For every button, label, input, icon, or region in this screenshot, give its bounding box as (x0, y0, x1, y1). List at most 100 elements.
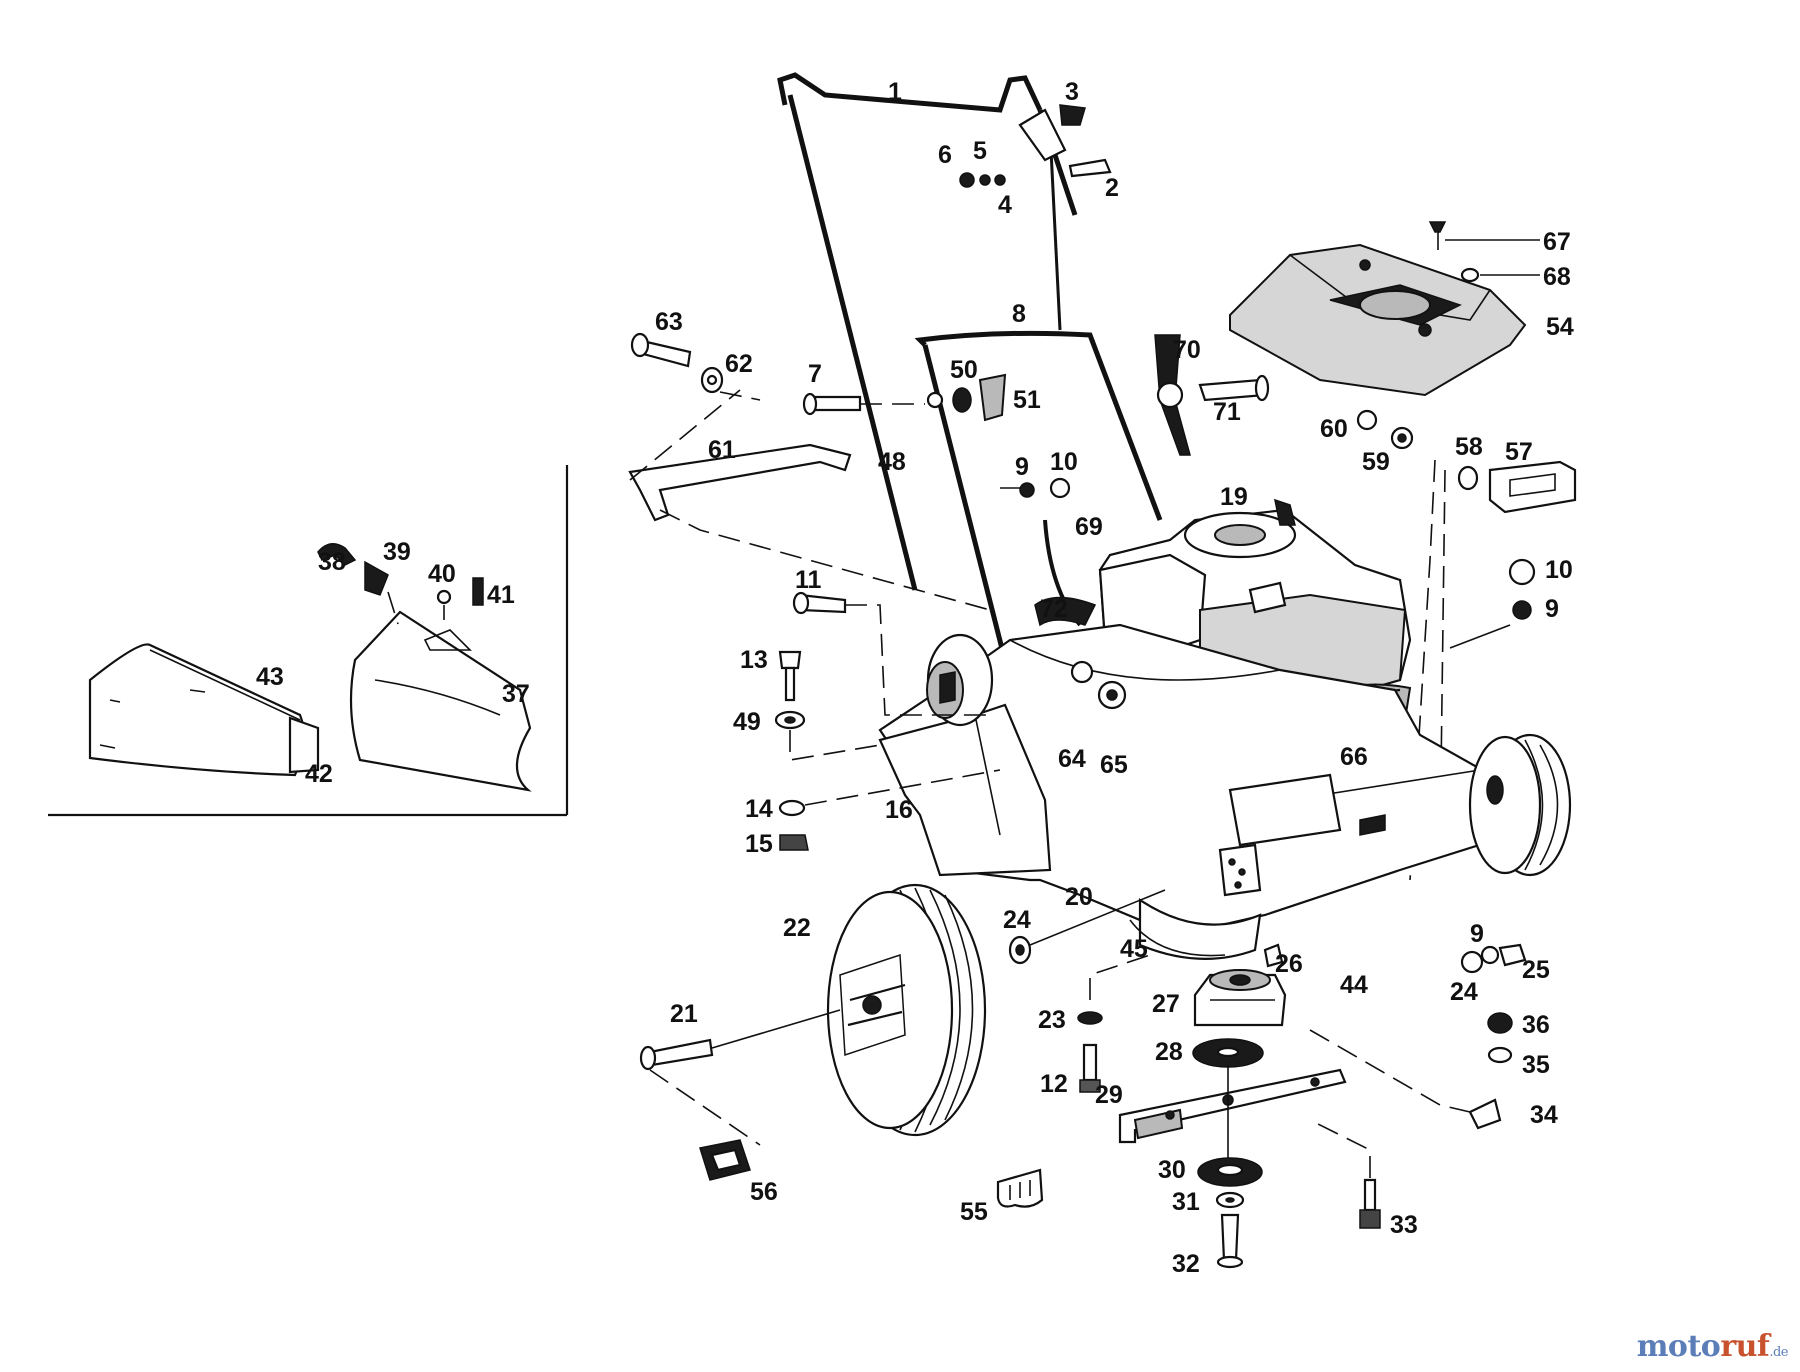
callout-71: 71 (1213, 398, 1241, 426)
blade-holder-part-30 (1197, 1157, 1263, 1187)
washer-part-49 (774, 710, 881, 761)
callout-34: 34 (1530, 1101, 1558, 1129)
axle-bolt-part-21 (639, 1009, 841, 1146)
callout-23: 23 (1038, 1006, 1066, 1034)
callout-9-bottom: 9 (1470, 920, 1484, 948)
bracket-leader-dashes (629, 389, 991, 611)
discharge-chute-part-16 (878, 703, 1052, 877)
callout-24-bottom: 24 (1450, 978, 1478, 1006)
callout-2: 2 (1105, 174, 1119, 202)
callout-6: 6 (938, 141, 952, 169)
blade-adapter-part-27 (1193, 969, 1287, 1027)
callout-54: 54 (1546, 313, 1574, 341)
key-part-26 (1263, 943, 1284, 968)
callout-8: 8 (1012, 300, 1026, 328)
callout-14: 14 (745, 795, 773, 823)
callout-27: 27 (1152, 990, 1180, 1018)
knob-parts-48-50-51 (926, 373, 1007, 422)
callout-26: 26 (1275, 950, 1303, 978)
callout-51: 51 (1013, 386, 1041, 414)
leaders-right (1409, 459, 1446, 881)
callout-66: 66 (1340, 743, 1368, 771)
callout-70: 70 (1173, 336, 1201, 364)
nut-washer-parts-59-60 (1356, 409, 1414, 450)
callout-22: 22 (783, 914, 811, 942)
nut-washer-parts-10-9-right (1449, 558, 1536, 649)
washer-nut-parts-14-15 (778, 769, 1001, 851)
site-watermark: motoruf.de (1637, 1329, 1789, 1364)
callout-35: 35 (1522, 1051, 1550, 1079)
callout-55: 55 (960, 1198, 988, 1226)
washer-part-62 (700, 366, 724, 394)
callout-20: 20 (1065, 883, 1093, 911)
callout-48: 48 (878, 448, 906, 476)
callout-12: 12 (1040, 1070, 1068, 1098)
callout-5: 5 (973, 137, 987, 165)
bolt-part-33 (1309, 1119, 1381, 1229)
callout-40: 40 (428, 560, 456, 588)
callout-49: 49 (733, 708, 761, 736)
hood-screw-parts-67-68 (1428, 221, 1540, 283)
callout-58: 58 (1455, 433, 1483, 461)
callout-1: 1 (888, 78, 902, 106)
callout-39: 39 (383, 538, 411, 566)
callout-33: 33 (1390, 1211, 1418, 1239)
blade-part-29 (1118, 1065, 1347, 1175)
callout-45: 45 (1120, 935, 1148, 963)
deck-inner-parts-64-65-72 (1034, 596, 1127, 710)
rear-wheel-right (1468, 733, 1572, 877)
bag-clip-parts-38-39 (317, 543, 484, 606)
callout-61: 61 (708, 436, 736, 464)
callout-10-top: 10 (1050, 448, 1078, 476)
callout-21: 21 (670, 1000, 698, 1028)
callout-37: 37 (502, 680, 530, 708)
height-adjuster-part-55 (996, 1168, 1044, 1208)
washer-bolt-parts-23-12 (1077, 954, 1151, 1093)
callout-32: 32 (1172, 1250, 1200, 1278)
bolt-part-7 (802, 392, 925, 416)
callout-62: 62 (725, 350, 753, 378)
wheel-clip-part-56 (699, 1139, 751, 1181)
callout-44: 44 (1340, 971, 1368, 999)
callout-50: 50 (950, 356, 978, 384)
callout-36: 36 (1522, 1011, 1550, 1039)
callout-31: 31 (1172, 1188, 1200, 1216)
spark-plug-cover-parts-57-58 (1457, 460, 1577, 514)
callout-59: 59 (1362, 448, 1390, 476)
callout-67: 67 (1543, 228, 1571, 256)
callout-24-left: 24 (1003, 906, 1031, 934)
callout-10-right: 10 (1545, 556, 1573, 584)
callout-56: 56 (750, 1178, 778, 1206)
callout-19: 19 (1220, 483, 1248, 511)
bolt-part-13 (778, 650, 802, 702)
watermark-suffix: .de (1769, 1345, 1788, 1360)
washer-part-31 (1215, 1191, 1245, 1209)
callout-15: 15 (745, 830, 773, 858)
callout-30: 30 (1158, 1156, 1186, 1184)
callout-25: 25 (1522, 956, 1550, 984)
engine-hood-part-54 (1229, 243, 1527, 397)
callout-60: 60 (1320, 415, 1348, 443)
grass-bag-frame-part-37 (349, 610, 532, 792)
grass-bag-part-43 (88, 643, 320, 777)
washer-part-24-left (1008, 889, 1166, 965)
callout-65: 65 (1100, 751, 1128, 779)
blade-bolt-part-32 (1216, 1213, 1244, 1269)
handle-lever-part-3 (1018, 104, 1086, 162)
cable-spring-parts-70-71 (1154, 334, 1270, 456)
bolt-part-11 (792, 591, 990, 716)
rear-wheel-left (926, 633, 994, 727)
callout-13: 13 (740, 646, 768, 674)
callout-11: 11 (795, 566, 822, 594)
bracket-parts-34-35-36 (1309, 1012, 1513, 1130)
callout-9-right: 9 (1545, 595, 1559, 623)
bolt-part-63 (630, 332, 692, 368)
blade-washer-part-28 (1192, 1038, 1264, 1068)
callout-29: 29 (1095, 1081, 1123, 1109)
callout-63: 63 (655, 308, 683, 336)
callout-42: 42 (305, 760, 333, 788)
callout-3: 3 (1065, 78, 1079, 106)
callout-4: 4 (998, 191, 1012, 219)
inset-frame (48, 465, 569, 817)
